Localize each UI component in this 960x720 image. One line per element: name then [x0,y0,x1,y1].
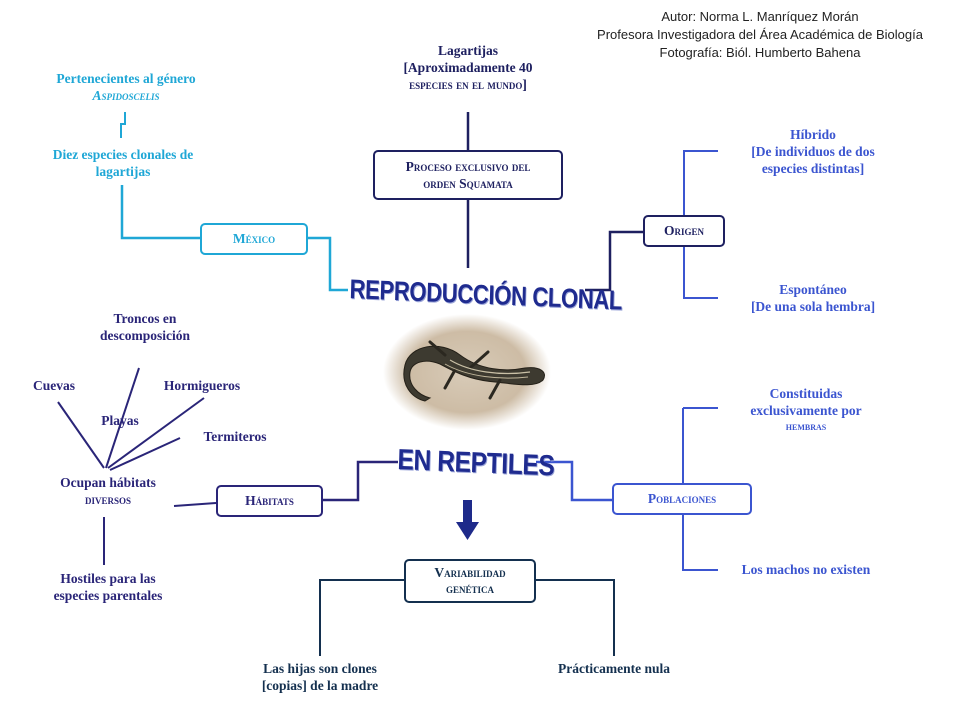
hibrido-text: Híbrido [De individuos de dos especies d… [751,127,875,176]
habitats-box: Hábitats [216,485,323,517]
credit-author: Autor: Norma L. Manríquez Morán [661,9,859,24]
termiteros-text: Termiteros [203,429,267,444]
espontaneo-text: Espontáneo [De una sola hembra] [750,282,876,314]
machos-text: Los machos no existen [741,562,871,577]
cuevas-text: Cuevas [32,378,75,393]
clonales-text: Diez especies clonales de lagartijas [52,147,194,179]
origen-box: Origen [643,215,725,247]
troncos-text: Troncos en descomposición [99,311,190,343]
constituidas-text: Constituidas exclusivamente por hembras [750,386,862,433]
hostiles-text: Hostiles para las especies parentales [53,571,163,603]
credit-photo: Fotografía: Biól. Humberto Bahena [659,45,861,60]
poblaciones-box: Poblaciones [612,483,752,515]
main-title-line2: EN REPTILES [397,444,555,483]
lizard-photo [383,314,551,430]
playas-text: Playas [101,413,139,428]
lagartijas-text: Lagartijas [Aproximadamente 40 especies … [403,43,533,92]
hormigueros-text: Hormigueros [163,378,241,393]
credit-affiliation: Profesora Investigadora del Área Académi… [597,27,923,42]
proceso-box: Proceso exclusivo del orden Squamata [373,150,563,200]
ocupan-text: Ocupan hábitats diversos [60,475,156,507]
credits: Autor: Norma L. Manríquez Morán Profesor… [560,8,960,62]
variabilidad-box: Variabilidad genética [404,559,536,603]
hijas-text: Las hijas son clones [copias] de la madr… [261,661,379,693]
mexico-box: México [200,223,308,255]
genero-text: Pertenecientes al género Aspidoscelis [56,71,196,103]
nula-text: Prácticamente nula [557,661,671,676]
